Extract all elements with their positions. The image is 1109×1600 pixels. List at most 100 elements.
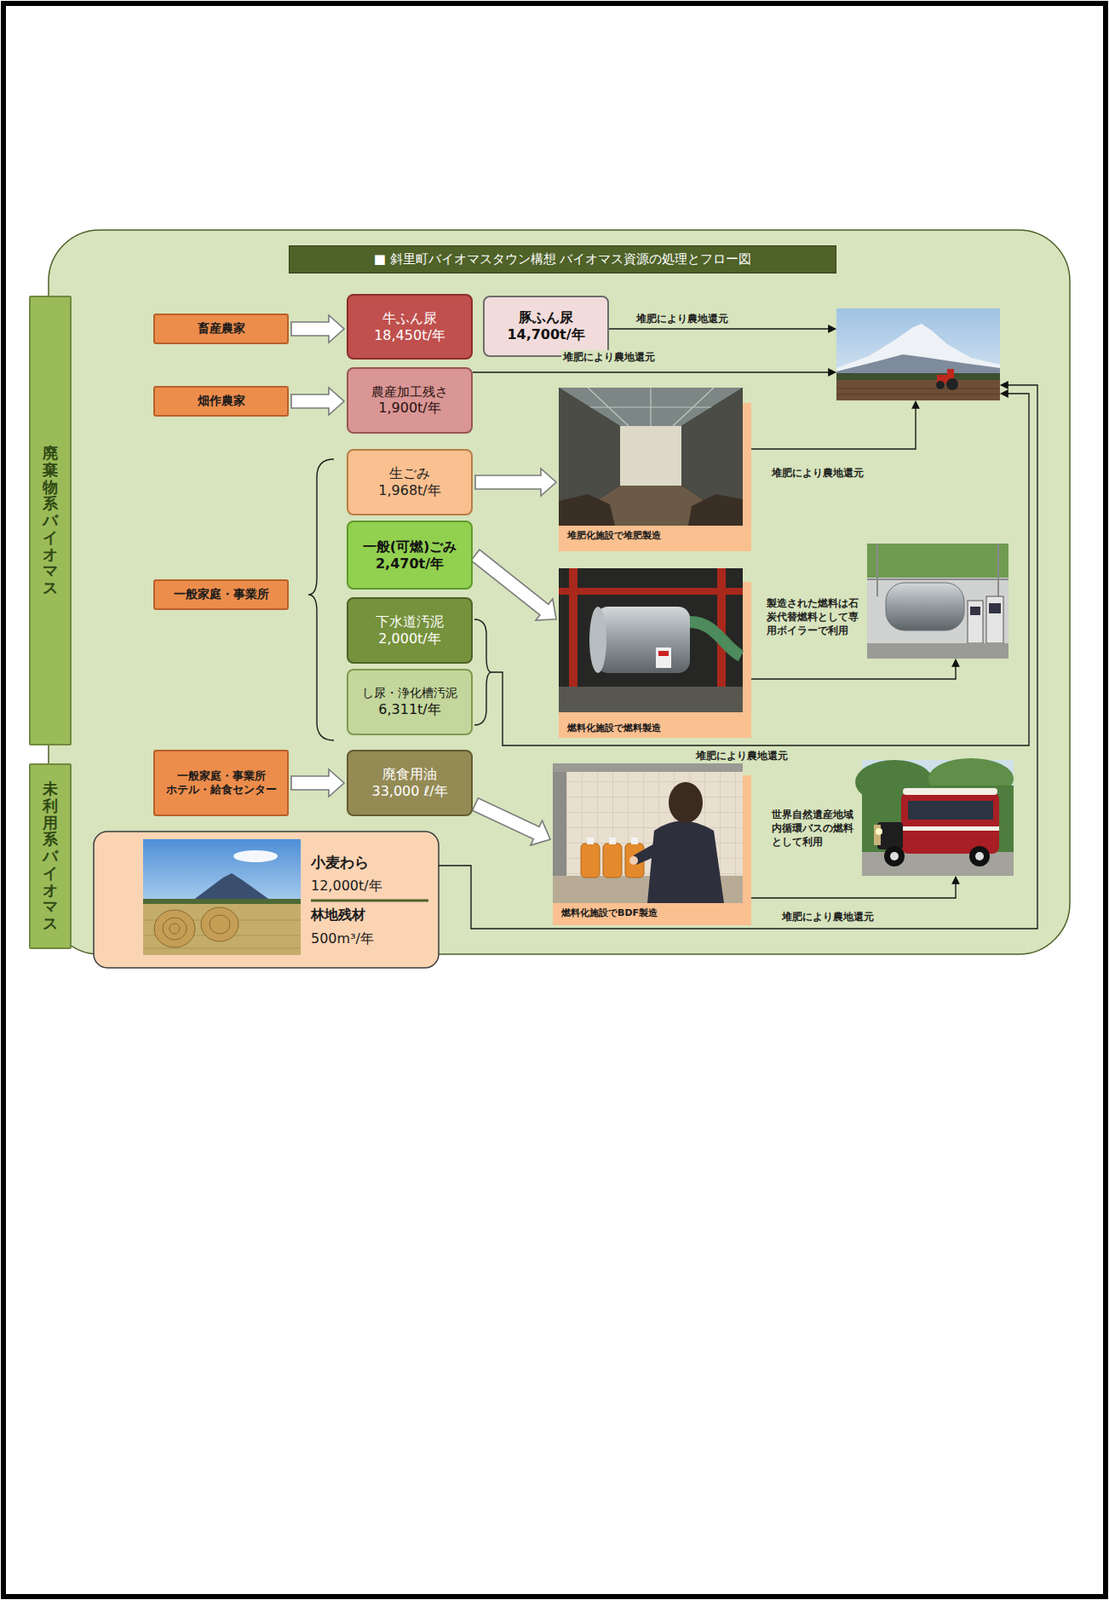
- box-text: 豚ふん尿: [518, 309, 574, 327]
- biomass-box: 豚ふん尿14,700t/年: [482, 295, 610, 357]
- flow-line: [491, 393, 1029, 746]
- fuel-machine: [596, 606, 690, 673]
- photo: [558, 387, 743, 526]
- photo: [867, 543, 1009, 659]
- flow-line: [438, 384, 1038, 929]
- flow-lines: [438, 328, 1038, 929]
- category-band: 廃棄物系バイオマス: [28, 295, 72, 746]
- panel-text: 500m³/年: [310, 930, 374, 948]
- headlamp: [875, 827, 883, 835]
- box-text: 廃食用油: [382, 765, 437, 783]
- sign: [655, 647, 672, 668]
- box-text: 2,470t/年: [375, 555, 444, 573]
- mountain: [836, 323, 1000, 375]
- panel-text: 林地残材: [310, 906, 366, 924]
- bdf-facility-photo: [552, 763, 752, 926]
- bracket: [474, 619, 492, 725]
- box-text: 一般(可燃)ごみ: [362, 538, 458, 556]
- band-text: 未利用系バイオマス: [42, 780, 58, 932]
- flow-note: 製造された燃料は石炭代替燃料として専用ボイラーで利用: [764, 596, 868, 638]
- straw-bale: [201, 907, 239, 942]
- mountain-slope: [836, 354, 1000, 377]
- screen: [970, 606, 981, 615]
- block-arrow: [472, 798, 551, 845]
- hub: [975, 851, 984, 861]
- floor: [867, 643, 1009, 659]
- bus-grille: [873, 824, 881, 845]
- band-text: 廃棄物系バイオマス: [42, 444, 58, 597]
- category-band: 未利用系バイオマス: [28, 763, 72, 949]
- biomass-box: 牛ふん尿18,450t/年: [346, 293, 473, 360]
- wall: [558, 387, 621, 526]
- bdf-bottle: [625, 843, 644, 878]
- facility-panel: 燃料化施設で燃料製造: [558, 568, 752, 738]
- flow-line: [609, 327, 836, 329]
- trees: [143, 898, 301, 904]
- steel-frame: [717, 568, 726, 713]
- source-box: 畜産農家: [153, 313, 289, 345]
- box-text: 下水道汚泥: [375, 613, 444, 631]
- sign-mark: [658, 650, 669, 656]
- bdf-bottle: [603, 843, 622, 878]
- block-arrow: [471, 549, 557, 621]
- glass-roof: [558, 387, 743, 426]
- metal-frame: [552, 763, 567, 903]
- biomass-box: 農産加工残さ1,900t/年: [346, 367, 473, 434]
- mountain: [189, 873, 275, 903]
- panel-text: 燃料化施設で燃料製造: [567, 722, 661, 735]
- source-box: 一般家庭・事業所: [153, 579, 289, 610]
- wheel: [969, 845, 990, 867]
- box-text: 一般家庭・事業所: [173, 586, 270, 603]
- wall: [681, 387, 743, 526]
- machine-end: [589, 606, 607, 673]
- boiler-photo: [867, 543, 1009, 659]
- cloud: [233, 850, 278, 862]
- source-box: 畑作農家: [153, 385, 289, 417]
- steel-frame: [568, 568, 578, 713]
- field: [836, 379, 1000, 401]
- bale-spiral: [209, 914, 230, 934]
- compost-facility-photo: [558, 387, 752, 552]
- bus-body: [901, 792, 1000, 854]
- photo: [552, 763, 743, 903]
- bale-spiral: [162, 917, 187, 940]
- straw-bale: [154, 909, 196, 948]
- flow-line: [751, 876, 956, 898]
- photo-panel: [552, 775, 752, 926]
- pipe: [689, 621, 742, 656]
- wheat-straw-panel: [93, 831, 439, 968]
- box-text: 2,000t/年: [378, 630, 441, 648]
- hub: [890, 851, 899, 861]
- bottle-cap: [631, 837, 638, 845]
- bus-photo: [855, 758, 1014, 876]
- fuel-facility-photo: [558, 568, 752, 738]
- bdf-bottle: [580, 843, 600, 878]
- panel-text: 小麦わら: [310, 853, 369, 872]
- trees: [928, 758, 1014, 799]
- bus-hood: [877, 821, 903, 850]
- brace: [308, 459, 334, 741]
- flow-line: [472, 371, 836, 373]
- control-panel: [967, 600, 983, 644]
- wheel: [884, 845, 905, 867]
- hand: [629, 856, 638, 865]
- boiler-tank: [885, 582, 965, 631]
- panel-text: 燃料化施設でBDF製造: [561, 907, 658, 920]
- page-frame: [3, 3, 1106, 1597]
- bottle-cap: [609, 837, 616, 845]
- floor: [558, 686, 743, 713]
- facility-panel: 堆肥化施設で堆肥製造: [558, 387, 752, 552]
- sky: [143, 838, 301, 903]
- biomass-box: 一般(可燃)ごみ2,470t/年: [346, 520, 473, 590]
- roof-frame: [587, 387, 714, 426]
- road: [861, 851, 1014, 876]
- bale-spiral: [169, 923, 180, 934]
- screen: [988, 603, 1001, 614]
- box-text: 14,700t/年: [506, 326, 585, 344]
- head: [668, 781, 703, 823]
- tractor: [936, 374, 954, 384]
- wheel: [946, 378, 959, 391]
- flow-note: 堆肥により農地還元: [634, 311, 730, 326]
- trees: [855, 759, 934, 805]
- box-text: 生ごみ: [389, 465, 431, 483]
